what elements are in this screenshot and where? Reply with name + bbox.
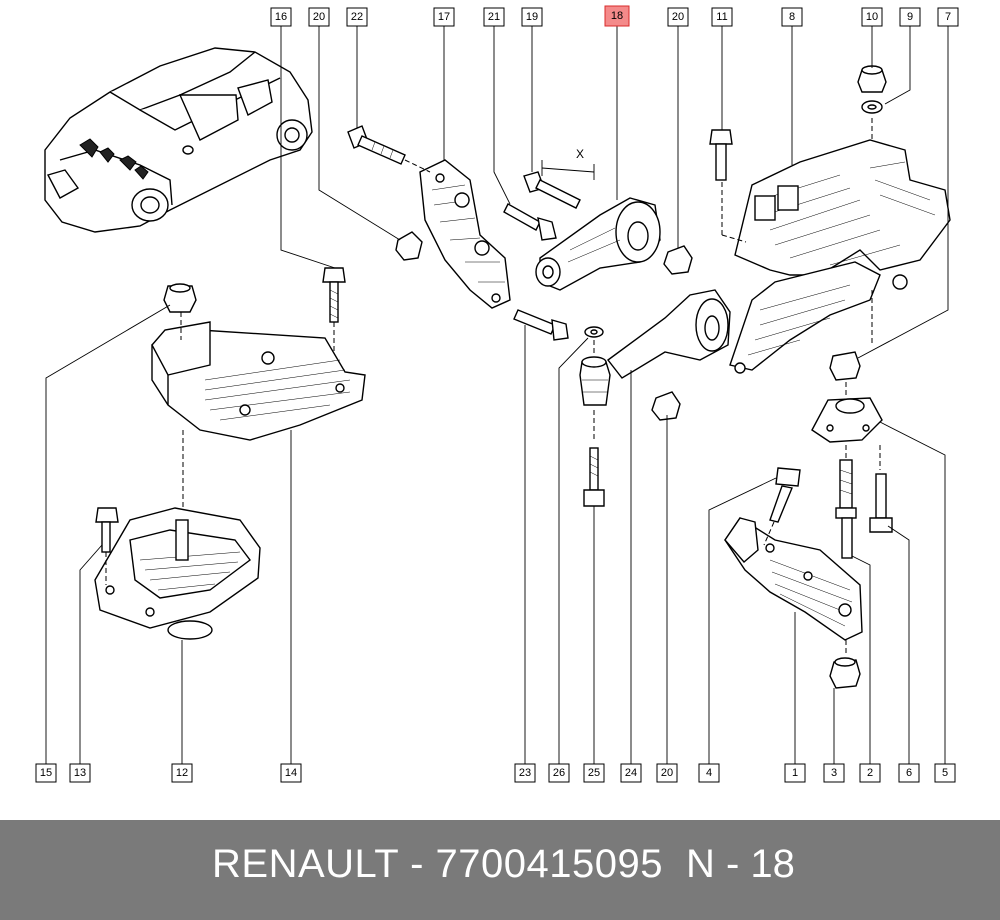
callout-21: 21 <box>483 7 505 27</box>
left-mount-upper-bracket-14 <box>151 321 366 441</box>
nut-20b <box>663 245 693 275</box>
left-lower-mount-12 <box>94 507 261 640</box>
lower-bracket-1 <box>724 517 863 641</box>
brand-part-number: RENAULT - 7700415095 <box>212 842 664 886</box>
callout-20-c: 20 <box>656 763 678 783</box>
callout-1: 1 <box>784 763 806 783</box>
callout-12: 12 <box>171 763 193 783</box>
svg-text:3: 3 <box>831 767 837 779</box>
nut-20c <box>651 391 681 421</box>
svg-text:13: 13 <box>74 767 86 779</box>
callout-2: 2 <box>859 763 881 783</box>
svg-text:24: 24 <box>625 767 637 779</box>
svg-text:21: 21 <box>488 11 500 23</box>
callout-25: 25 <box>583 763 605 783</box>
stud-2 <box>835 459 857 559</box>
bolt-23 <box>513 309 569 341</box>
callout-19: 19 <box>521 7 543 27</box>
svg-text:15: 15 <box>40 767 52 779</box>
bush-26 <box>579 356 611 406</box>
svg-text:25: 25 <box>588 767 600 779</box>
nut-20a <box>395 231 423 261</box>
callout-26: 26 <box>548 763 570 783</box>
washer-26 <box>584 326 604 338</box>
svg-text:6: 6 <box>906 767 912 779</box>
bolt-21 <box>503 203 557 241</box>
washer-9 <box>861 100 883 114</box>
bolt-6 <box>869 473 893 533</box>
svg-text:10: 10 <box>866 11 878 23</box>
svg-text:8: 8 <box>789 11 795 23</box>
svg-text:20: 20 <box>661 767 673 779</box>
bolt-25 <box>583 447 605 507</box>
svg-text:4: 4 <box>706 767 712 779</box>
svg-text:18: 18 <box>611 10 623 22</box>
callout-3: 3 <box>823 763 845 783</box>
bolt-22 <box>347 125 406 165</box>
callout-9: 9 <box>899 7 921 27</box>
dimension-label-x: X <box>576 147 584 161</box>
car-thumbnail-illustration <box>44 47 313 233</box>
svg-text:22: 22 <box>351 11 363 23</box>
callout-15: 15 <box>35 763 57 783</box>
svg-text:9: 9 <box>907 11 913 23</box>
gearbox-support-8 <box>729 139 951 374</box>
svg-text:7: 7 <box>945 11 951 23</box>
dimension-x: X <box>541 147 595 180</box>
bolt-16 <box>322 267 346 323</box>
svg-text:11: 11 <box>716 11 727 23</box>
svg-text:20: 20 <box>672 11 684 23</box>
part-number-footer: RENAULT - 7700415095 N - 18 <box>0 820 1000 920</box>
bolt-4 <box>769 467 801 523</box>
callout-18-highlighted: 18 <box>604 5 630 27</box>
callout-17: 17 <box>433 7 455 27</box>
nut-7 <box>829 351 861 381</box>
callout-20-b: 20 <box>667 7 689 27</box>
position-code: N - 18 <box>686 842 795 886</box>
callout-4: 4 <box>698 763 720 783</box>
svg-text:26: 26 <box>553 767 565 779</box>
svg-text:19: 19 <box>526 11 538 23</box>
torque-rod-18 <box>535 197 661 291</box>
bolt-19 <box>523 171 581 209</box>
svg-text:14: 14 <box>285 767 297 779</box>
svg-text:16: 16 <box>275 11 287 23</box>
callout-22: 22 <box>346 7 368 27</box>
svg-text:5: 5 <box>942 767 948 779</box>
callout-7: 7 <box>937 7 959 27</box>
callout-13: 13 <box>69 763 91 783</box>
mount-pad-5 <box>811 397 883 443</box>
bolt-11 <box>709 129 733 181</box>
callout-24: 24 <box>620 763 642 783</box>
nut-15 <box>163 283 197 313</box>
bracket-17 <box>419 159 511 309</box>
callout-10: 10 <box>861 7 883 27</box>
nut-10 <box>857 65 887 93</box>
callout-16: 16 <box>270 7 292 27</box>
svg-text:23: 23 <box>519 767 531 779</box>
callout-20-a: 20 <box>308 7 330 27</box>
leader-lines <box>45 26 949 764</box>
lower-torque-rod-24 <box>607 289 731 379</box>
callout-6: 6 <box>898 763 920 783</box>
svg-text:12: 12 <box>176 767 188 779</box>
callout-8: 8 <box>781 7 803 27</box>
engine-mount-exploded-diagram: X <box>35 5 959 783</box>
callout-11: 11 <box>711 7 733 27</box>
callout-14: 14 <box>280 763 302 783</box>
nut-3 <box>829 657 861 689</box>
svg-text:1: 1 <box>792 767 798 779</box>
callout-23: 23 <box>514 763 536 783</box>
callout-5: 5 <box>934 763 956 783</box>
svg-text:2: 2 <box>867 767 873 779</box>
svg-text:17: 17 <box>438 11 450 23</box>
svg-text:20: 20 <box>313 11 325 23</box>
